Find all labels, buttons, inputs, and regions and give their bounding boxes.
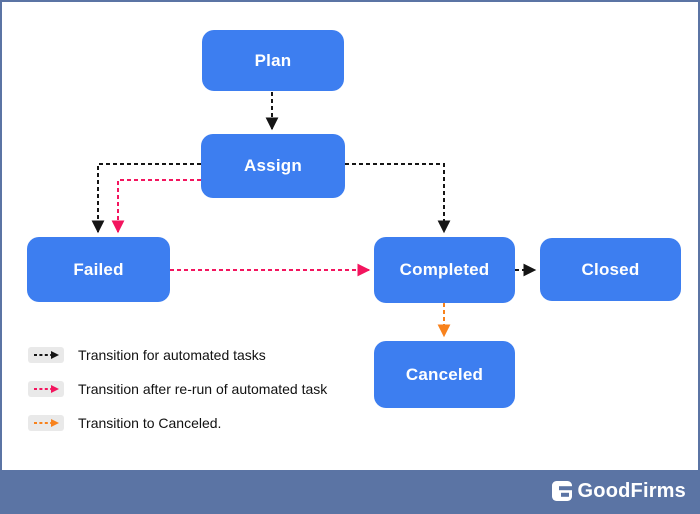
node-canceled: Canceled [374, 341, 515, 408]
legend-label: Transition to Canceled. [78, 415, 222, 431]
legend-swatch [28, 347, 64, 363]
footer-bar: GoodFirms [2, 470, 698, 512]
legend-label: Transition for automated tasks [78, 347, 266, 363]
node-completed-label: Completed [399, 260, 490, 279]
goodfirms-logo: GoodFirms [551, 479, 686, 503]
dashed-arrow-icon [33, 385, 59, 393]
node-failed-label: Failed [73, 259, 124, 279]
legend-swatch [28, 381, 64, 397]
dashed-arrow-icon [33, 351, 59, 359]
edge-assign-failed-rerun [111, 179, 201, 234]
node-plan: Plan [202, 30, 344, 91]
legend-item-automated: Transition for automated tasks [28, 347, 327, 363]
node-canceled-label: Canceled [405, 364, 484, 384]
legend-item-rerun: Transition after re-run of automated tas… [28, 381, 327, 397]
node-failed: Failed [27, 237, 170, 302]
node-plan-label: Plan [254, 50, 292, 70]
dashed-arrow-icon [33, 419, 59, 427]
edge-assign-failed-automated [91, 163, 201, 234]
goodfirms-logo-icon [551, 481, 572, 501]
node-assign-label: Assign [244, 156, 302, 175]
node-completed: Completed [374, 237, 515, 303]
legend-item-canceled: Transition to Canceled. [28, 415, 327, 431]
legend-swatch [28, 415, 64, 431]
goodfirms-brand-text: GoodFirms [577, 479, 686, 502]
legend: Transition for automated tasks Transitio… [28, 347, 327, 449]
node-closed-label: Closed [581, 259, 640, 279]
node-assign: Assign [201, 134, 345, 198]
edge-assign-completed [345, 163, 451, 234]
node-closed: Closed [540, 238, 681, 301]
legend-label: Transition after re-run of automated tas… [78, 381, 328, 397]
